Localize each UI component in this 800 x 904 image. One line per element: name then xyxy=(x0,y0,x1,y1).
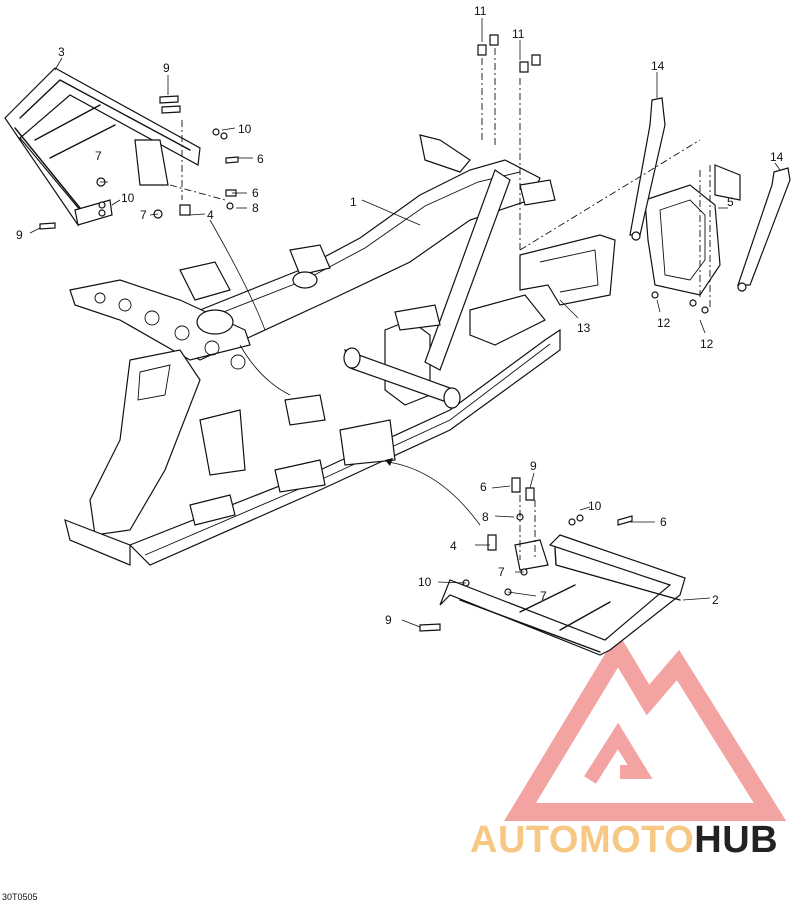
strut-right xyxy=(737,167,791,292)
callout-12-a: 12 xyxy=(657,316,671,330)
callout-6-front-a: 6 xyxy=(257,152,264,166)
watermark-text: AUTOMOTOHUB xyxy=(470,819,778,861)
callout-14-b: 14 xyxy=(770,150,784,164)
watermark-word-dark: HUB xyxy=(694,819,778,861)
callout-8-rear: 8 xyxy=(482,510,489,524)
callout-10-rear-a: 10 xyxy=(588,499,602,513)
callout-10-front-a: 10 xyxy=(238,122,252,136)
callout-8-front: 8 xyxy=(252,201,259,215)
rear-rack xyxy=(439,534,686,656)
callout-labels: 1 2 3 4 4 5 6 6 6 6 7 7 7 7 8 8 9 9 9 9 … xyxy=(16,4,784,627)
callout-7-front-b: 7 xyxy=(140,208,147,222)
callout-6-rear-b: 6 xyxy=(660,515,667,529)
callout-3: 3 xyxy=(58,45,65,59)
callout-11-a: 11 xyxy=(474,4,487,18)
callout-9-front-b: 9 xyxy=(16,228,23,242)
callout-7-rear-b: 7 xyxy=(540,589,547,603)
callout-11-b: 11 xyxy=(512,27,525,41)
callout-10-front-b: 10 xyxy=(121,191,135,205)
main-frame xyxy=(64,134,561,566)
callout-7-front-a: 7 xyxy=(95,149,102,163)
callout-9-rear-b: 9 xyxy=(385,613,392,627)
callout-9-front-a: 9 xyxy=(163,61,170,75)
callout-4-rear: 4 xyxy=(450,539,457,553)
strut-left xyxy=(629,97,666,241)
callout-10-rear-b: 10 xyxy=(418,575,432,589)
callout-5: 5 xyxy=(727,195,734,209)
callout-leaders xyxy=(29,18,781,628)
callout-12-b: 12 xyxy=(700,337,714,351)
callout-4-front: 4 xyxy=(207,208,214,222)
callout-13: 13 xyxy=(577,321,591,335)
callout-1: 1 xyxy=(350,195,357,209)
automotohub-logo-icon xyxy=(504,632,787,821)
callout-7-rear-a: 7 xyxy=(498,565,505,579)
callout-6-rear-a: 6 xyxy=(480,480,487,494)
callout-2: 2 xyxy=(712,593,719,607)
callout-9-rear-a: 9 xyxy=(530,459,537,473)
watermark-word-light: AUTOMOTO xyxy=(470,819,694,861)
callout-14-a: 14 xyxy=(651,59,665,73)
assembly-lines xyxy=(169,48,711,560)
rear-support-bracket xyxy=(469,234,616,346)
footrest-support-plate xyxy=(644,164,741,296)
callout-6-front-b: 6 xyxy=(252,186,259,200)
fasteners xyxy=(39,34,709,632)
diagram-code: 30T0505 xyxy=(2,892,38,902)
front-rack xyxy=(4,67,201,227)
